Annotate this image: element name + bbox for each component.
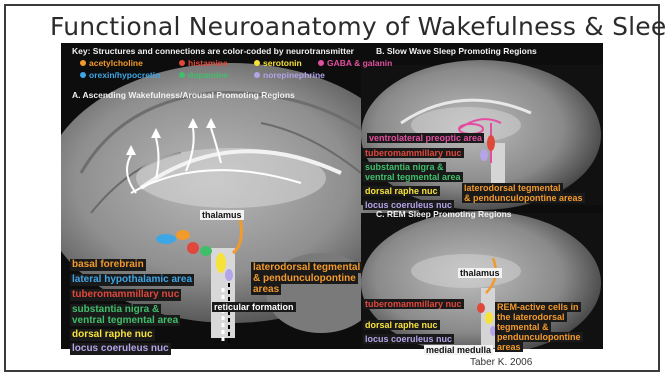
label-b-laterodorsal-1: laterodorsal tegmental [462,183,563,193]
acetylcholine-dot-icon [80,60,86,66]
key-item-norepinephrine: norepinephrine [254,70,325,80]
dopamine-dot-icon [179,72,185,78]
label-a-basal-forebrain: basal forebrain [70,259,146,271]
label-c-dorsal-raphe: dorsal raphe nuc [363,320,440,330]
panel-a-heading: A. Ascending Wakefulness/Arousal Promoti… [72,90,295,100]
label-c-medial-medulla: medial medulla [424,345,493,355]
label-b-tuberomammillary: tuberomammillary nuc [363,148,464,158]
key-item-dopamine: dopamine [179,70,228,80]
label-c-rem-5: areas [495,342,523,352]
label-b-substantia-nigra-2: ventral tegmental area [363,172,463,182]
label-b-laterodorsal-2: & pendunculopontine areas [462,193,585,203]
label-a-reticular-formation: reticular formation [212,302,296,312]
gaba-dot-icon [318,60,324,66]
orexin-dot-icon [80,72,86,78]
label-a-laterodorsal-1: laterodorsal tegmental [251,262,362,273]
label-a-substantia-nigra-1: substantia nigra & [70,304,161,315]
label-c-locus-coeruleus: locus coeruleus nuc [363,334,454,344]
norepinephrine-dot-icon [254,72,260,78]
label-a-thalamus: thalamus [200,210,244,220]
label-b-vlpo: ventrolateral preoptic area [367,133,484,143]
label-c-rem-1: REM-active cells in [495,302,581,312]
label-c-tuberomammillary: tuberomammillary nuc [363,299,464,309]
label-b-dorsal-raphe: dorsal raphe nuc [363,186,440,196]
label-c-thalamus: thalamus [458,268,502,278]
label-c-rem-2: the laterodorsal [495,312,567,322]
label-a-dorsal-raphe: dorsal raphe nuc [70,329,155,341]
key-item-orexin: orexin/hypocretin [80,70,160,80]
label-b-substantia-nigra-1: substantia nigra & [363,162,446,172]
label-a-tuberomammillary: tuberomammillary nuc [70,289,181,301]
credit-citation: Taber K. 2006 [470,357,532,368]
key-item-histamine: histamine [179,58,228,68]
label-a-laterodorsal-2: & pendunculopontine [251,273,358,284]
slide-title: Functional Neuroanatomy of Wakefulness &… [50,12,668,41]
panel-b-heading: B. Slow Wave Sleep Promoting Regions [376,46,537,56]
key-item-serotonin: serotonin [254,58,302,68]
label-a-substantia-nigra-2: ventral tegmental area [70,315,180,326]
panel-c-heading: C. REM Sleep Promoting Regions [376,209,512,219]
histamine-dot-icon [179,60,185,66]
serotonin-dot-icon [254,60,260,66]
label-c-rem-4: pendunculopontine [495,332,583,342]
label-b-locus-coeruleus: locus coeruleus nuc [363,200,454,210]
key-title: Key: Structures and connections are colo… [72,46,354,56]
key-item-acetylcholine: acetylcholine [80,58,143,68]
label-a-lateral-hypothalamic: lateral hypothalamic area [70,274,194,286]
label-a-laterodorsal-3: areas [251,284,281,295]
label-c-rem-3: tegmental & [495,322,551,332]
label-a-locus-coeruleus: locus coeruleus nuc [70,343,171,355]
key-item-gaba: GABA & galanin [318,58,392,68]
